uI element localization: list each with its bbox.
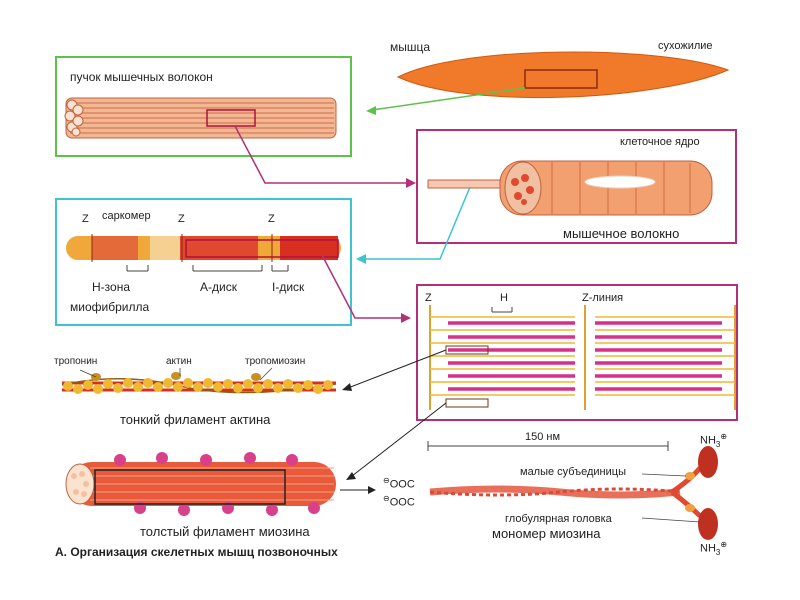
actin-filament-drawing <box>61 367 337 394</box>
arrow-myofibril-to-sarcomere-head <box>401 313 411 323</box>
label-z-mid: Z <box>178 213 185 225</box>
label-globular-head: глобулярная головка <box>505 513 612 525</box>
label-150nm: 150 нм <box>525 431 561 443</box>
label-fiber-bundle: пучок мышечных волокон <box>70 70 213 84</box>
label-ooc-top: ⊖OOC <box>383 476 415 491</box>
fiber-bundle-drawing <box>64 97 337 139</box>
label-z-right: Z <box>268 213 275 225</box>
label-ooc-bottom: ⊖OOC <box>383 494 415 509</box>
myofibril-frame <box>55 198 352 326</box>
arrow-to-myosin-head <box>346 472 356 480</box>
label-sarcomere-z: Z <box>425 292 432 304</box>
label-nh3-top: NH3⊕ <box>700 432 728 449</box>
bundle-frame <box>55 56 352 157</box>
label-muscle-fiber: мышечное волокно <box>563 226 680 241</box>
label-sarcomere-h: H <box>500 292 508 304</box>
arrow-to-myosin <box>351 402 447 477</box>
arrow-bundle-to-fiber <box>234 125 410 184</box>
arrow-to-monomer-head <box>368 486 376 494</box>
label-i-disc: I-диск <box>272 280 305 294</box>
label-myofibril: миофибрилла <box>70 300 150 314</box>
muscle-fiber-drawing <box>427 160 713 216</box>
label-small-subunits: малые субъединицы <box>520 466 626 478</box>
muscle-shape <box>396 51 730 99</box>
label-nh3-bottom: NH3⊕ <box>700 540 728 557</box>
label-cell-nucleus: клеточное ядро <box>620 136 700 148</box>
label-thick-filament: толстый филамент миозина <box>140 524 310 539</box>
label-myosin-monomer: мономер миозина <box>492 526 601 541</box>
fiber-frame <box>416 129 737 244</box>
arrow-fiber-to-myofibril-head <box>356 254 366 264</box>
arrow-to-actin <box>347 349 447 389</box>
arrow-myofibril-to-sarcomere <box>321 254 405 319</box>
muscle-highlight-box <box>524 69 598 89</box>
arrow-muscle-to-bundle <box>371 87 526 111</box>
label-h-zone: Н-зона <box>92 280 131 294</box>
arrow-to-actin-head <box>342 383 352 391</box>
myofibril-drawing <box>66 234 341 272</box>
label-z-left: Z <box>82 213 89 225</box>
label-a-disc: А-диск <box>200 280 237 294</box>
arrow-muscle-to-bundle-head <box>366 106 376 115</box>
label-z-line: Z-линия <box>582 292 624 304</box>
sarcomere-frame <box>416 284 738 421</box>
label-tropomyosin: тропомиозин <box>245 356 306 367</box>
label-thin-filament: тонкий филамент актина <box>120 412 271 427</box>
arrow-fiber-to-myofibril <box>362 186 471 260</box>
label-actin: актин <box>166 356 192 367</box>
arrow-bundle-to-fiber-head <box>406 178 416 188</box>
label-sarcomere: саркомер <box>102 210 151 222</box>
myosin-monomer-drawing <box>427 441 718 540</box>
label-troponin: тропонин <box>54 356 98 367</box>
label-tendon: сухожилие <box>658 40 713 52</box>
label-muscle: мышца <box>390 40 431 54</box>
myosin-filament-drawing <box>65 452 336 516</box>
sarcomere-drawing <box>429 305 736 410</box>
figure-caption: А. Организация скелетных мышц позвоночны… <box>55 545 338 559</box>
